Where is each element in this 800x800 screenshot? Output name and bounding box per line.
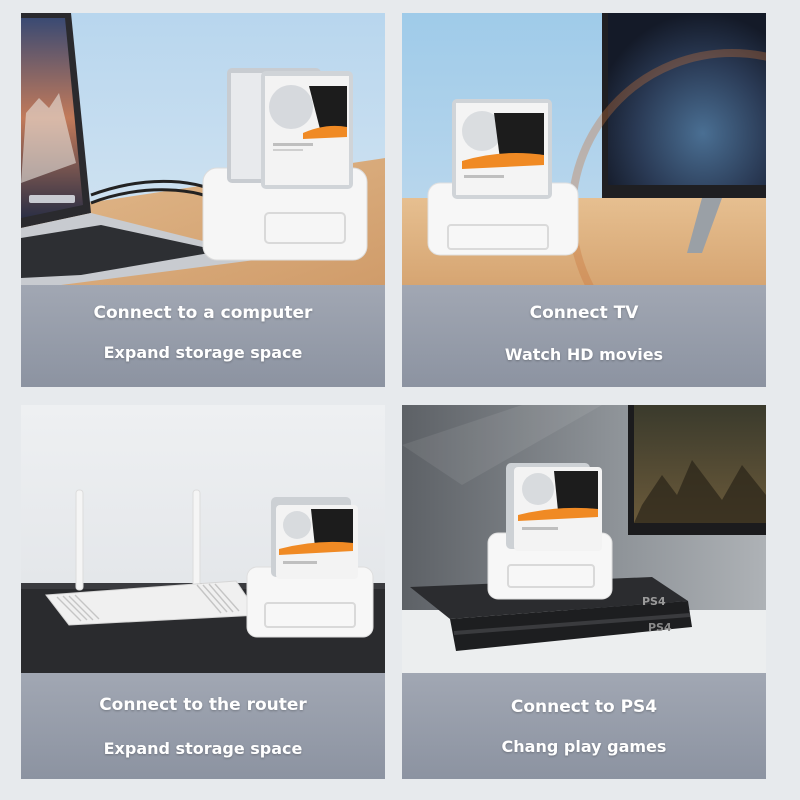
- scene-computer-image: [21, 13, 385, 285]
- card-connect-computer: Connect to a computer Expand storage spa…: [21, 13, 385, 387]
- caption-panel: Connect to PS4 Chang play games: [402, 673, 766, 779]
- scene-router-image: [21, 405, 385, 673]
- card-subtitle: Expand storage space: [103, 343, 303, 362]
- scene-ps4-image: PS4 PS4: [402, 405, 766, 673]
- card-subtitle: Chang play games: [501, 737, 667, 756]
- card-title: Connect TV: [529, 303, 639, 323]
- card-title: Connect to PS4: [510, 697, 658, 717]
- card-subtitle: Watch HD movies: [504, 345, 664, 364]
- caption-panel: Connect to a computer Expand storage spa…: [21, 285, 385, 387]
- caption-panel: Connect to the router Expand storage spa…: [21, 673, 385, 779]
- ps4-logo-top: PS4: [642, 595, 666, 608]
- card-connect-tv: Connect TV Watch HD movies: [402, 13, 766, 387]
- card-title: Connect to a computer: [93, 303, 313, 323]
- card-subtitle: Expand storage space: [103, 739, 303, 758]
- card-connect-router: Connect to the router Expand storage spa…: [21, 405, 385, 779]
- caption-panel: Connect TV Watch HD movies: [402, 285, 766, 387]
- card-connect-ps4: PS4 PS4 Connect to PS4 Chang play games: [402, 405, 766, 779]
- card-title: Connect to the router: [99, 695, 307, 715]
- scene-tv-image: [402, 13, 766, 285]
- ps4-logo-front: PS4: [648, 621, 672, 634]
